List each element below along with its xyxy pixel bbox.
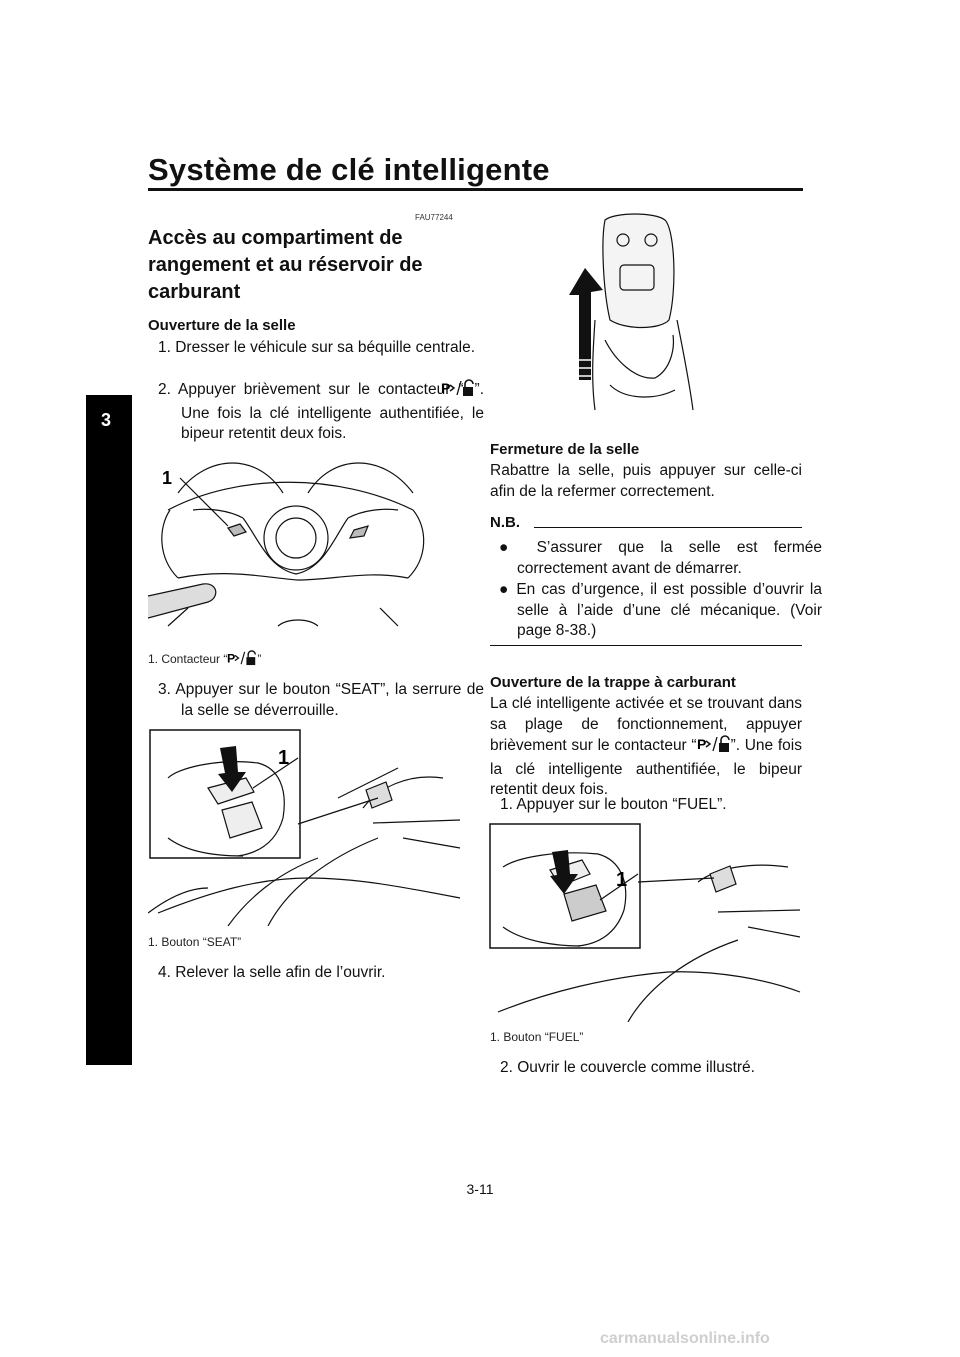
page-number: 3-11 (466, 1181, 494, 1197)
fig1-callout: 1 (162, 468, 172, 488)
title-rule (148, 188, 803, 191)
fig3-callout: 1 (616, 869, 627, 891)
dashboard-figure: 1 (148, 448, 433, 640)
fuel-text-b: ”. Une fois la clé intelligente authenti… (490, 737, 802, 798)
fig1-caption-a: 1. Contacteur “ (148, 652, 228, 666)
chapter-tab-label: 3 (100, 410, 111, 430)
svg-text:P: P (441, 380, 450, 396)
opening-seat-step-2: 2. Appuyer brièvement sur le contacteur … (158, 379, 484, 445)
step-2-text-b: ”. Une fois la clé intelligente authenti… (181, 381, 484, 442)
fuel-step-1: 1. Appuyer sur le bouton “FUEL”. (500, 796, 727, 813)
seat-button-figure: 1 (148, 728, 463, 926)
opening-seat-heading: Ouverture de la selle (148, 317, 296, 334)
fig2-callout: 1 (278, 747, 289, 769)
bullet-dot-icon: ● (499, 581, 517, 598)
page-title: Système de clé intelligente (148, 152, 550, 187)
svg-text:P: P (227, 651, 235, 665)
open-seat-figure (565, 210, 700, 420)
svg-text:P: P (697, 736, 706, 752)
section-code: FAU77244 (415, 213, 453, 222)
fig2-caption: 1. Bouton “SEAT” (148, 935, 242, 949)
smart-key-lock-icon: P (697, 735, 731, 760)
note-bottom-rule (490, 645, 802, 646)
chapter-tab (86, 395, 132, 1065)
closing-seat-text: Rabattre la selle, puis appuyer sur cell… (490, 462, 802, 500)
note-bullet-1-text: S’assurer que la selle est fermée correc… (517, 539, 823, 577)
fig1-caption-b: ” (257, 652, 262, 666)
smart-key-lock-icon: P (227, 650, 257, 669)
opening-seat-step-3: 3. Appuyer sur le bouton “SEAT”, la serr… (158, 681, 484, 719)
note-bullet-2: ● En cas d’urgence, il est possible d’ou… (495, 580, 822, 642)
note-bullet-2-text: En cas d’urgence, il est possible d’ouvr… (516, 581, 822, 639)
bullet-dot-icon: ● (499, 539, 537, 556)
fuel-heading: Ouverture de la trappe à carburant (490, 674, 736, 691)
smart-key-lock-icon: P (441, 379, 475, 404)
note-bullet-1: ● S’assurer que la selle est fermée corr… (495, 538, 822, 579)
fig1-caption: 1. Contacteur “P ” (148, 650, 261, 669)
closing-seat-heading: Fermeture de la selle (490, 441, 640, 458)
section-title: Accès au compartiment de rangement et au… (148, 227, 423, 303)
opening-seat-step-4: 4. Relever la selle afin de l’ouvrir. (158, 964, 386, 981)
note-label: N.B. (490, 514, 520, 531)
watermark: carmanualsonline.info (600, 1330, 770, 1347)
step-2-text-a: 2. Appuyer brièvement sur le contacteur … (158, 381, 464, 398)
fig3-caption: 1. Bouton “FUEL” (490, 1030, 584, 1044)
fuel-step-2: 2. Ouvrir le couvercle comme illustré. (500, 1059, 755, 1076)
note-top-rule (534, 527, 802, 528)
fuel-text-a: La clé intelligente activée et se trouva… (490, 695, 802, 754)
fuel-text: La clé intelligente activée et se trouva… (490, 694, 802, 801)
fuel-button-figure: 1 (488, 822, 803, 1022)
opening-seat-step-1: 1. Dresser le véhicule sur sa béquille c… (158, 339, 476, 356)
